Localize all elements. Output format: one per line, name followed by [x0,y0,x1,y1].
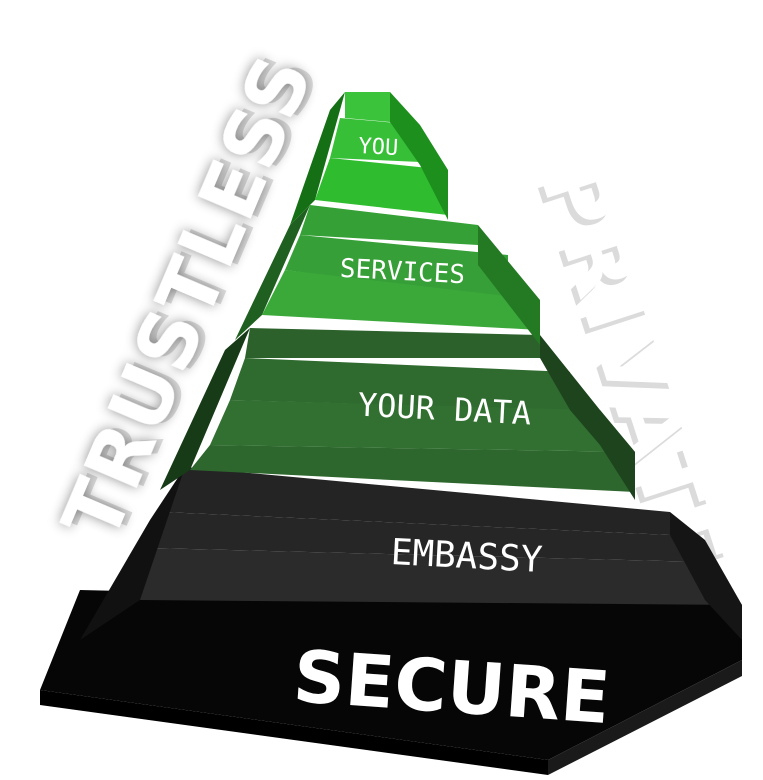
your-data-right-edge [540,335,635,500]
your-data-step-4 [190,445,635,492]
you-step-3 [315,158,448,215]
your-data-left-edge [160,328,250,490]
services-step-1 [300,205,478,245]
pyramid-base [40,590,742,775]
tier-you [290,92,448,225]
services-right-edge [478,225,540,345]
embassy-step-2 [150,512,705,562]
your-data-step-3 [210,400,635,452]
you-left-edge [290,92,345,225]
your-data-step-1 [245,328,540,358]
base-right-face [548,660,742,775]
you-right-edge [390,92,448,220]
embassy-step-1 [163,467,670,535]
embassy-left-edge [80,467,185,640]
your-data-step-2 [230,358,570,410]
tier-label-you: YOU [358,134,399,161]
base-front-face [40,690,548,775]
tier-embassy [80,467,742,640]
embassy-right-edge [670,512,742,640]
you-step-1 [345,92,390,122]
services-step-3 [262,270,540,330]
base-top-face [40,590,742,760]
services-left-edge [235,205,310,340]
tier-label-your-data: YOUR DATA [357,386,532,433]
tier-your-data [160,328,635,500]
embassy-step-3 [140,548,742,605]
tier-label-services: SERVICES [339,254,466,291]
tier-services [235,205,540,345]
services-step-2 [285,235,508,300]
tier-label-embassy: EMBASSY [390,532,544,581]
